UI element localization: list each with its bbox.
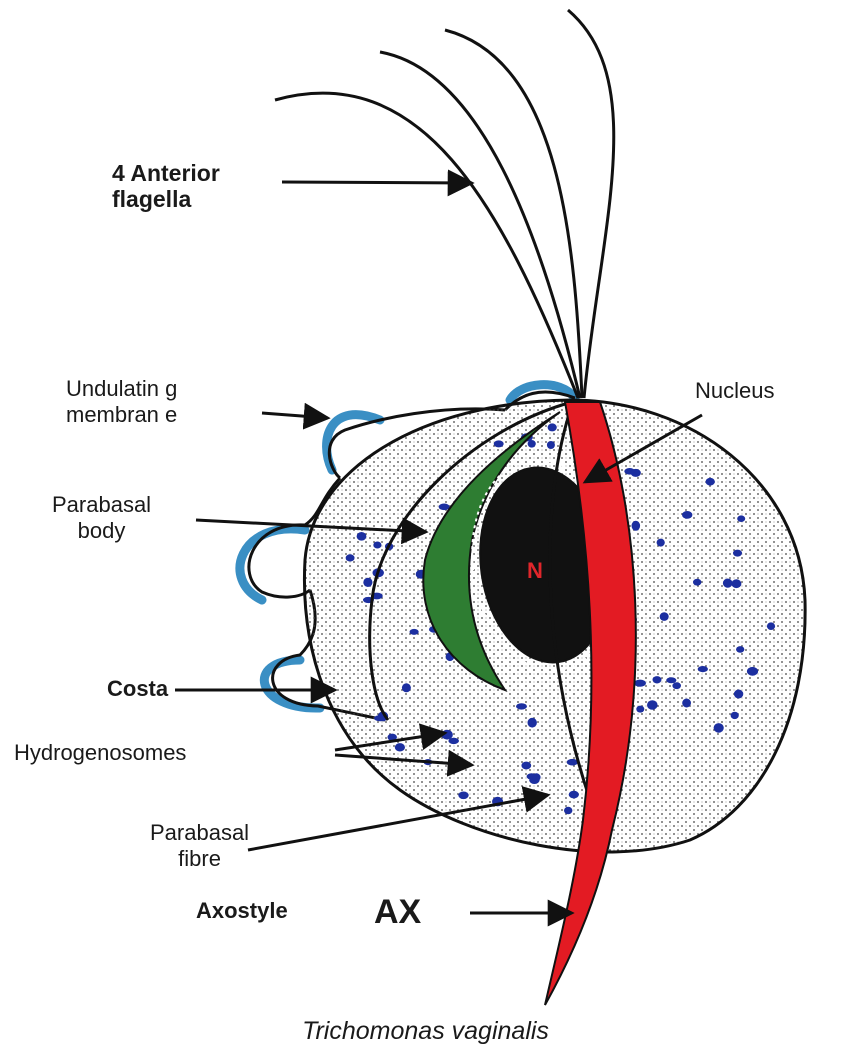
hydrogenosome	[521, 762, 531, 770]
hydrogenosome	[516, 703, 527, 709]
hydrogenosome	[395, 743, 405, 751]
hydrogenosome	[547, 441, 555, 449]
hydrogenosome	[357, 532, 367, 541]
parabasal-body-label: Parabasal body	[52, 492, 151, 544]
hydrogenosome	[672, 682, 681, 689]
anterior-flagella	[275, 10, 614, 398]
undulating-membrane-label: Undulatin g membran e	[66, 376, 177, 428]
hydrogenosome	[564, 807, 572, 814]
hydrogenosomes-label: Hydrogenosomes	[14, 740, 186, 766]
hydrogenosome	[736, 646, 744, 653]
hydrogenosome	[657, 539, 665, 547]
hydrogenosome	[346, 554, 355, 561]
hydrogenosome	[532, 773, 540, 781]
hydrogenosome	[636, 706, 644, 713]
hydrogenosome	[737, 515, 745, 522]
ax-label: AX	[374, 893, 421, 931]
nucleus-label: Nucleus	[695, 378, 774, 404]
diagram-caption: Trichomonas vaginalis	[0, 1018, 851, 1044]
hydrogenosome	[660, 612, 669, 621]
hydrogenosome	[439, 504, 450, 511]
hydrogenosome	[402, 683, 411, 692]
costa-label: Costa	[107, 676, 168, 702]
hydrogenosome	[714, 723, 724, 733]
hydrogenosome	[624, 468, 635, 475]
hydrogenosome	[647, 700, 658, 709]
hydrogenosome	[632, 521, 641, 531]
hydrogenosome	[698, 666, 708, 672]
hydrogenosome	[666, 677, 676, 683]
hydrogenosome	[653, 676, 662, 683]
hydrogenosome	[569, 791, 579, 799]
nucleus-mark: N	[527, 558, 543, 584]
hydrogenosome	[363, 578, 372, 587]
hydrogenosome	[410, 629, 419, 635]
arrow-flagella	[282, 182, 472, 183]
hydrogenosome	[404, 532, 412, 540]
hydrogenosome	[373, 542, 381, 549]
hydrogenosome	[548, 423, 557, 431]
hydrogenosome	[731, 579, 741, 588]
hydrogenosome	[734, 690, 743, 699]
hydrogenosome	[706, 478, 715, 486]
hydrogenosome	[693, 579, 701, 586]
hydrogenosome	[731, 712, 739, 719]
hydrogenosome	[458, 792, 468, 800]
anterior-flagella-label: 4 Anterior flagella	[112, 160, 220, 212]
hydrogenosome	[682, 511, 692, 519]
hydrogenosome	[733, 550, 742, 557]
hydrogenosome	[767, 622, 775, 630]
hydrogenosome	[747, 667, 758, 676]
hydrogenosome	[494, 440, 504, 447]
hydrogenosome	[528, 718, 537, 728]
axostyle-label: Axostyle	[196, 898, 288, 924]
hydrogenosome	[634, 680, 646, 687]
parabasal-fibre-label: Parabasal fibre	[150, 820, 249, 872]
hydrogenosome	[682, 699, 691, 708]
arrow-undulating	[262, 413, 328, 418]
hydrogenosome	[723, 579, 733, 588]
